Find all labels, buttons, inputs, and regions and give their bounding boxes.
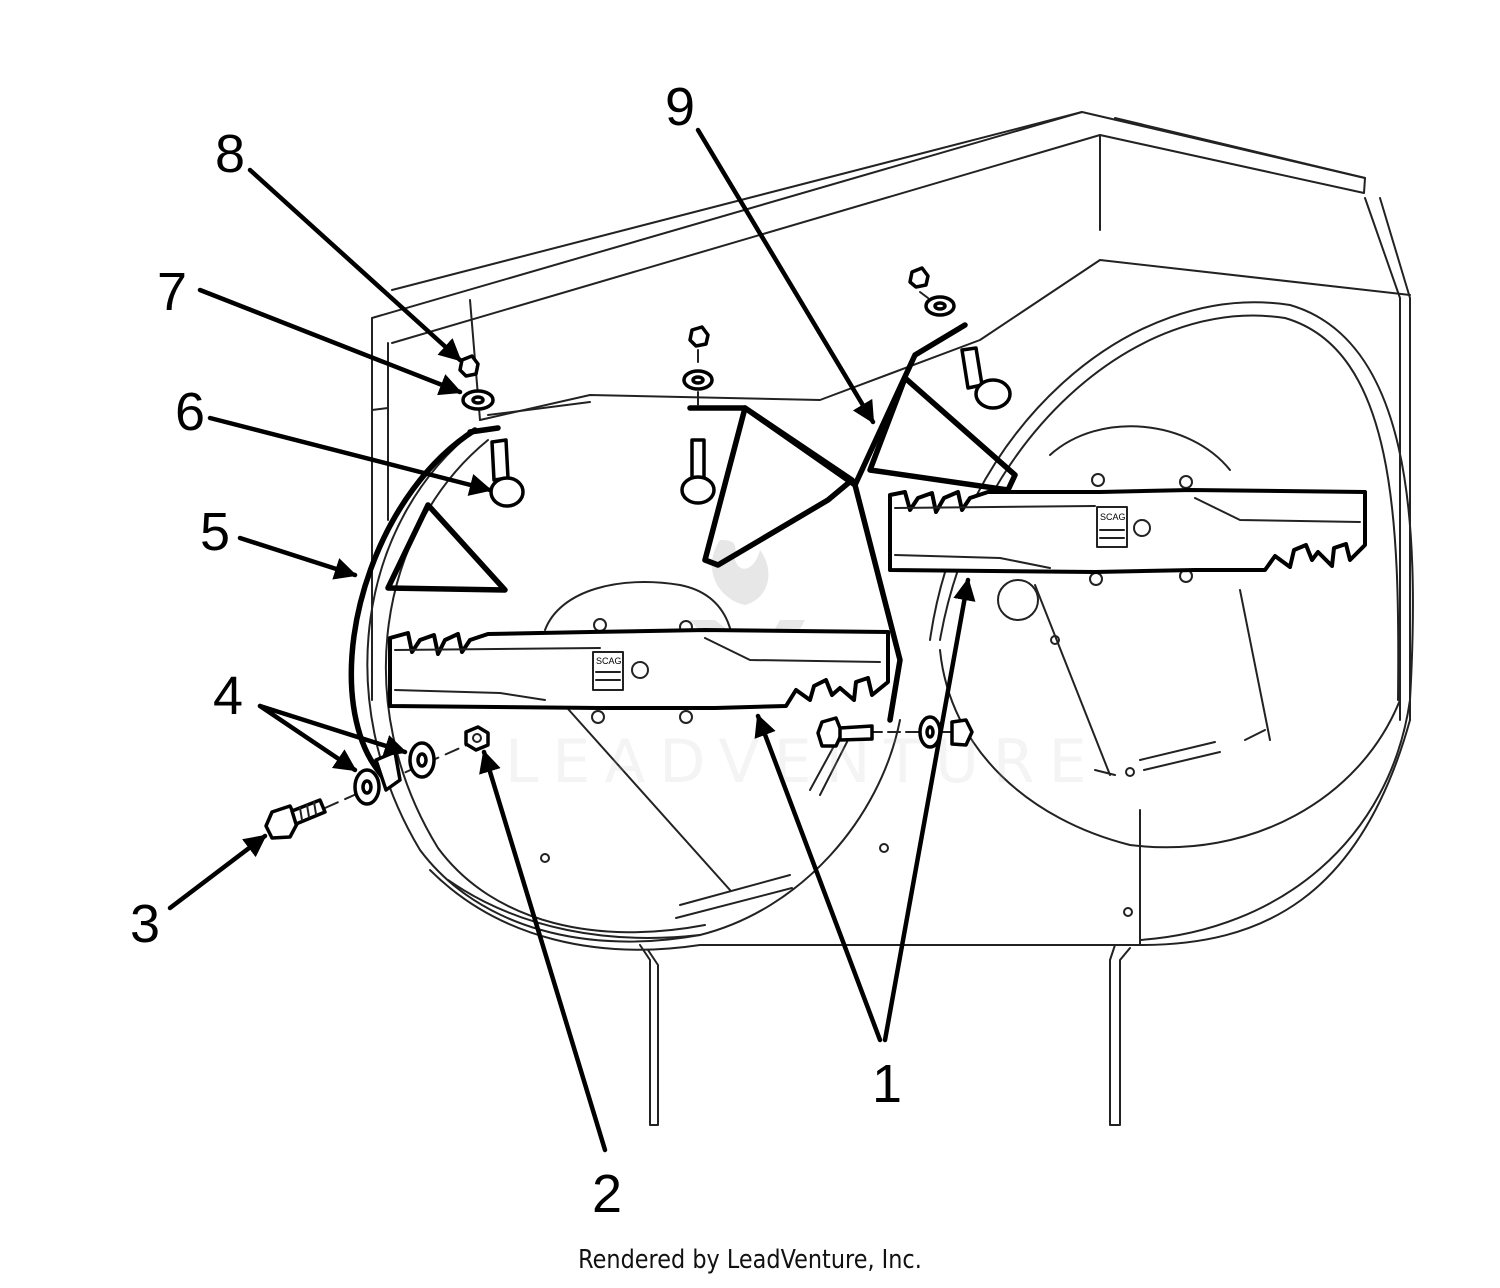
callout-8: 8 [215,124,245,184]
callout-5: 5 [200,502,230,562]
washer-4-outer [353,768,381,806]
baffle-top-hardware-center [680,325,716,505]
nut-2 [464,725,490,752]
callout-3: 3 [130,894,160,954]
callout-1: 1 [872,1054,902,1114]
blade-brand-label: SCAG [596,656,622,666]
blade-right: SCAG [888,488,1367,574]
callout-6: 6 [175,382,205,442]
mulching-baffle-center [687,322,1018,723]
callout-9: 9 [665,77,695,137]
blade-brand-label: SCAG [1100,512,1126,522]
callout-2: 2 [592,1164,622,1224]
watermark-text: LEADVENTURE [505,727,1101,797]
callout-4: 4 [213,666,243,726]
baffle-top-hardware-right [908,266,1012,410]
callout-7: 7 [157,262,187,322]
render-credit: Rendered by LeadVenture, Inc. [578,1245,922,1275]
callout-labels: 1 2 3 4 5 6 7 8 9 [130,77,902,1224]
blade-left: SCAG [388,628,890,710]
bolt-3 [264,798,327,840]
washer-4-inner [408,741,436,779]
mulching-baffle-left [348,425,508,783]
leader-lines [167,127,976,1153]
